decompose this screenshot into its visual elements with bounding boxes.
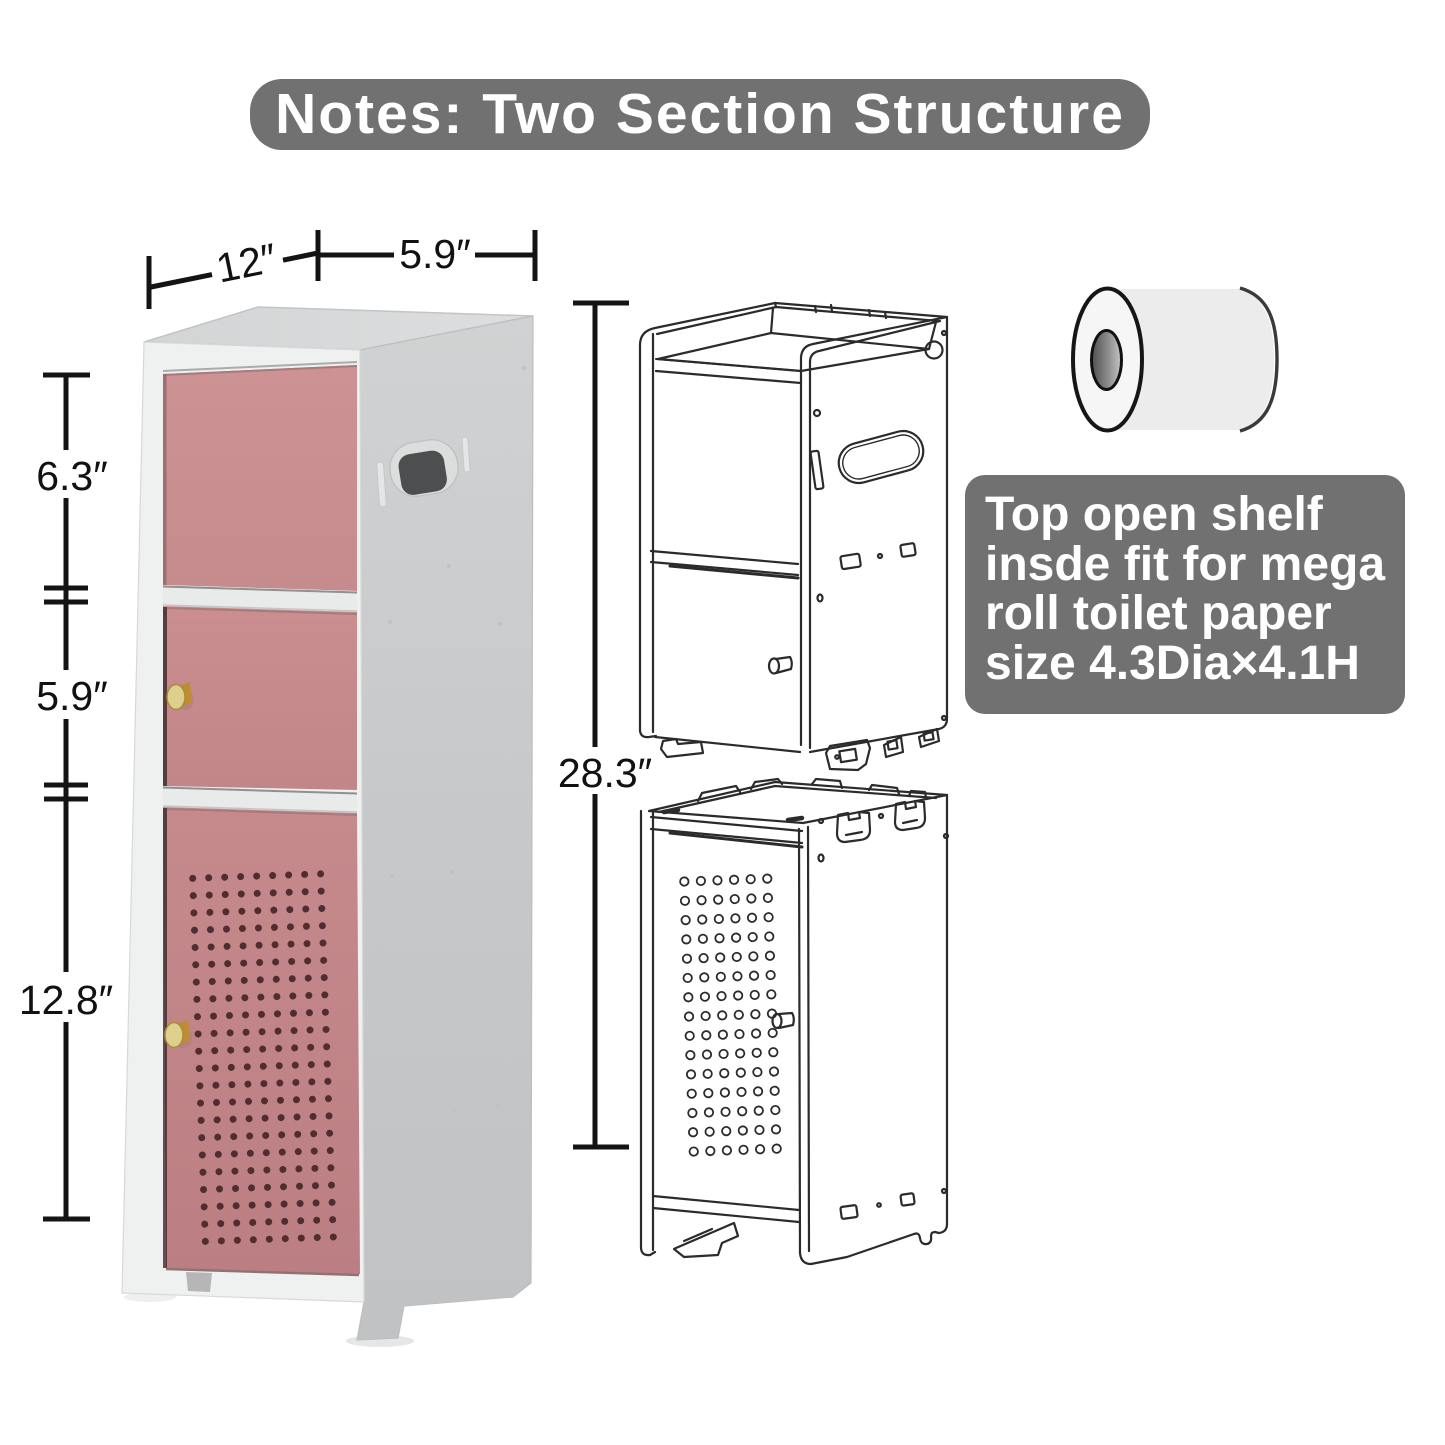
svg-text:12″: 12″: [212, 235, 280, 292]
svg-text:5.9″: 5.9″: [36, 673, 108, 719]
svg-text:12.8″: 12.8″: [19, 977, 113, 1023]
svg-text:6.3″: 6.3″: [36, 453, 108, 499]
svg-text:5.9″: 5.9″: [399, 231, 471, 277]
svg-text:28.3″: 28.3″: [558, 750, 652, 796]
